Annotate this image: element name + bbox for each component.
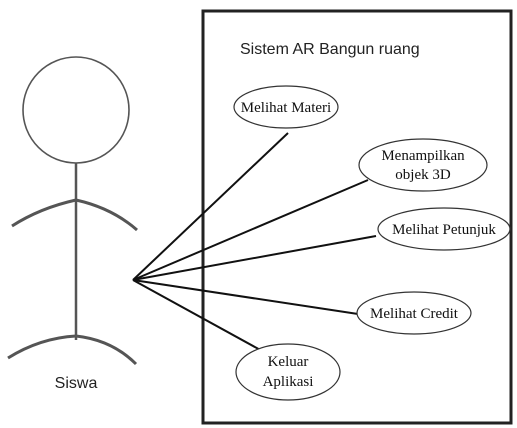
use-case-label-line-2: Aplikasi bbox=[263, 374, 314, 390]
use-case-ellipse bbox=[377, 207, 511, 251]
use-case-label: Melihat Credit bbox=[370, 306, 459, 322]
use-case-melihat-petunjuk: Melihat Petunjuk bbox=[377, 207, 511, 251]
use-case-ellipse bbox=[356, 291, 472, 335]
use-case-menampilkan-objek-3d: Menampilkan objek 3D bbox=[358, 138, 488, 192]
association-melihat-materi bbox=[132, 132, 289, 281]
use-case-label-line-1: Keluar bbox=[268, 354, 309, 370]
use-case-label-line-2: objek 3D bbox=[395, 167, 451, 183]
association-menampilkan-objek-3d bbox=[132, 179, 369, 281]
use-case-melihat-materi: Melihat Materi bbox=[233, 85, 339, 129]
actor-label: Siswa bbox=[55, 375, 98, 392]
system-boundary bbox=[201, 9, 513, 425]
use-case-label: Melihat Petunjuk bbox=[392, 222, 496, 238]
use-case-label: Melihat Materi bbox=[241, 100, 331, 116]
actor-legs bbox=[7, 334, 138, 366]
use-case-ellipse bbox=[233, 85, 339, 129]
association-keluar-aplikasi bbox=[132, 279, 265, 353]
association-melihat-credit bbox=[132, 279, 359, 315]
use-case-label-line-1: Menampilkan bbox=[381, 148, 465, 164]
use-case-ellipse bbox=[235, 343, 341, 401]
association-melihat-petunjuk bbox=[132, 235, 377, 281]
associations bbox=[132, 132, 377, 353]
actor-figure bbox=[7, 56, 138, 366]
use-case-ellipse bbox=[358, 138, 488, 192]
system-title: Sistem AR Bangun ruang bbox=[240, 41, 420, 58]
use-case-keluar-aplikasi: Keluar Aplikasi bbox=[235, 343, 341, 401]
actor-head bbox=[22, 56, 130, 164]
use-case-melihat-credit: Melihat Credit bbox=[356, 291, 472, 335]
actor-arms bbox=[11, 198, 138, 232]
